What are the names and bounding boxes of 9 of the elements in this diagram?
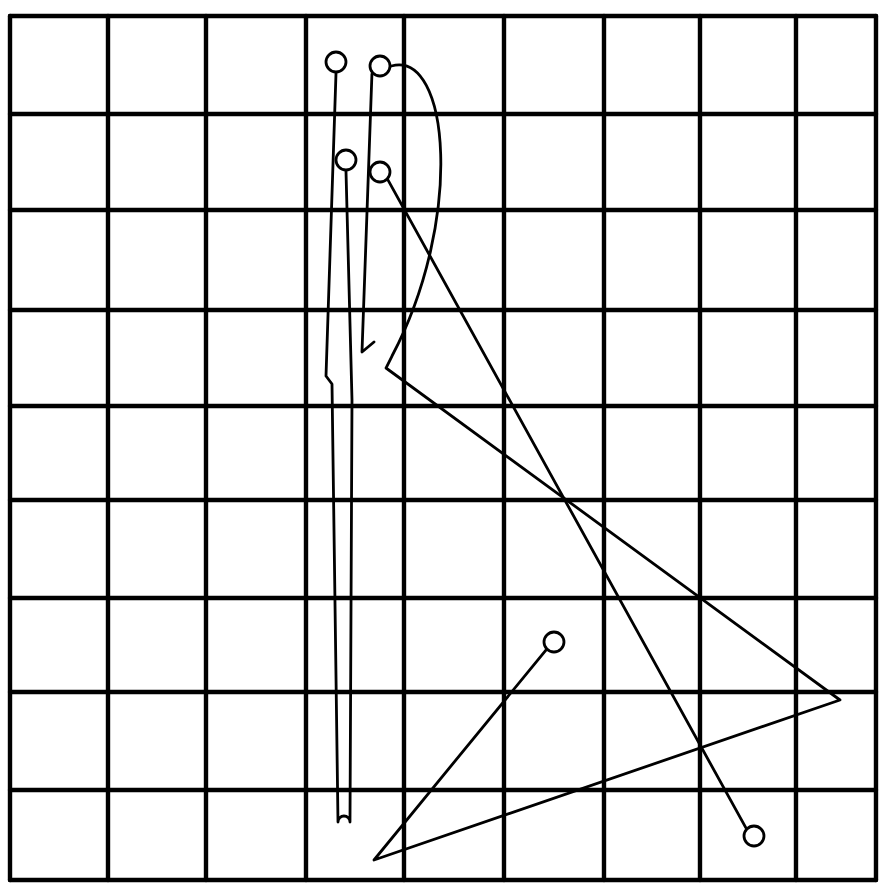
- ring-marker: [334, 148, 358, 172]
- ring-marker: [542, 630, 566, 654]
- line: [372, 64, 842, 862]
- line: [386, 178, 748, 830]
- line: [324, 72, 354, 824]
- ring-marker: [324, 50, 348, 74]
- ring-marker: [368, 54, 392, 78]
- ring-marker: [742, 824, 766, 848]
- ring-marker: [368, 160, 392, 184]
